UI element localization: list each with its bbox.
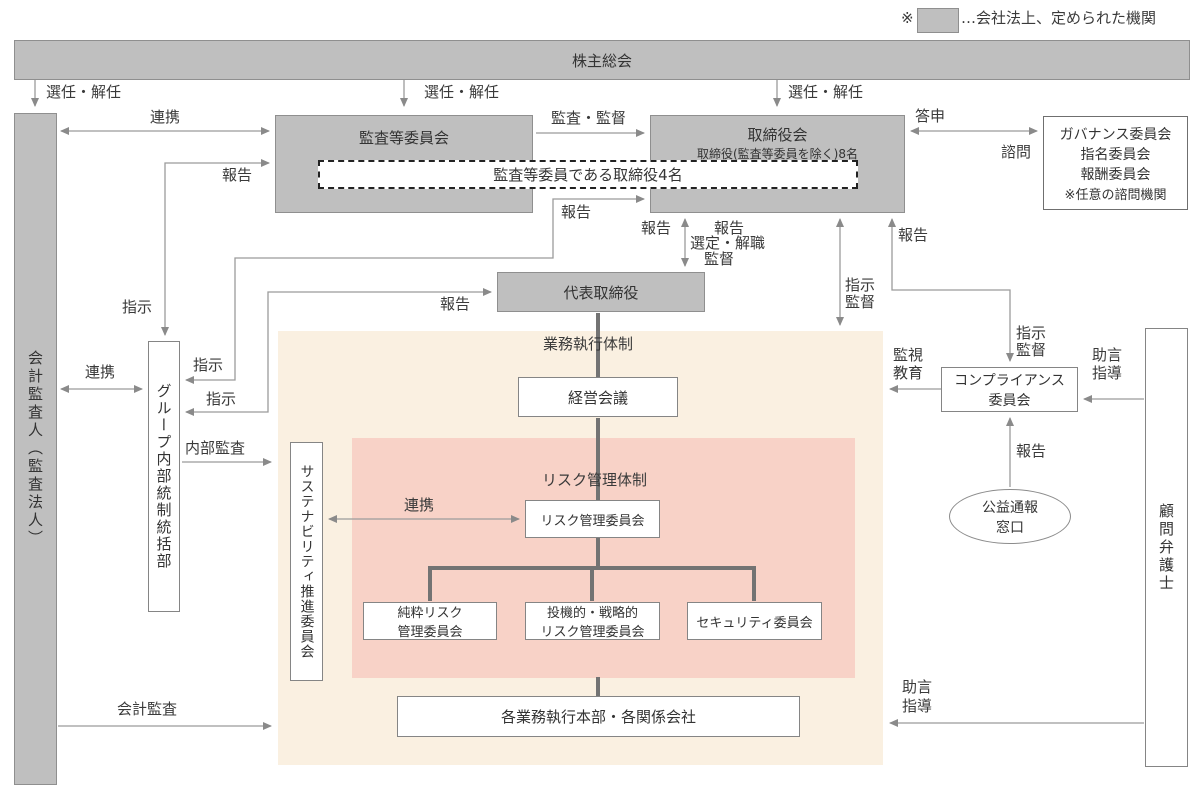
label-audit-supervise: 監査・監督 [551, 109, 627, 127]
label-accounting-audit: 会計監査 [117, 700, 178, 718]
label-reply: 答申 [915, 107, 946, 125]
node-execution-divisions: 各業務執行本部・各関係会社 [397, 696, 800, 737]
node-risk-management-committee: リスク管理委員会 [525, 500, 660, 538]
label-report-exec-to-board: 報告 [714, 219, 745, 237]
label-cooperation-risk: 連携 [404, 496, 435, 514]
advisory-line-4: ※任意の諮問機関 [1064, 187, 1167, 203]
node-accounting-auditor: 会計監査人（監査法人） [14, 113, 57, 785]
node-audit-member-directors: 監査等委員である取締役4名 [318, 160, 858, 189]
label-instruct-group-2: 指示 [206, 390, 237, 408]
label-advice-bottom: 助言 [902, 678, 933, 696]
node-compliance-committee: コンプライアンス 委員会 [941, 367, 1078, 412]
label-guide-bottom: 指導 [902, 697, 933, 715]
node-pure-risk-committee: 純粋リスク 管理委員会 [363, 602, 497, 640]
label-report-compliance-to-board: 報告 [898, 226, 929, 244]
node-legal-advisor: 顧問弁護士 [1145, 328, 1188, 767]
advisory-line-1: ガバナンス委員会 [1059, 126, 1172, 143]
node-speculative-risk-committee: 投機的・戦略的 リスク管理委員会 [525, 602, 660, 640]
label-cooperation-group: 連携 [85, 363, 116, 381]
label-report-group-to-repdir: 報告 [440, 295, 471, 313]
node-group-internal-control-dept: グループ内部統制統括部 [148, 341, 180, 612]
node-security-committee: セキュリティ委員会 [687, 602, 822, 640]
node-shareholders-meeting: 株主総会 [14, 40, 1190, 80]
label-supervise-repdir: 監督 [704, 250, 735, 268]
advisory-line-2: 指名委員会 [1080, 146, 1151, 163]
label-instruct-group-1: 指示 [193, 356, 224, 374]
label-instruct-exec: 指示 [845, 276, 876, 294]
node-management-meeting: 経営会議 [518, 377, 678, 417]
label-report-repdir-to-board: 報告 [641, 219, 672, 237]
label-educate: 教育 [893, 364, 924, 382]
execution-structure-title: 業務執行体制 [543, 335, 634, 353]
label-report-to-audit-committee: 報告 [222, 166, 253, 184]
label-select-dismiss: 選定・解職 [690, 234, 766, 252]
node-board: 取締役会 取締役(監査等委員を除く)8名 [650, 115, 905, 213]
label-supervise-compliance: 監督 [1016, 341, 1047, 359]
label-consult: 諮問 [1001, 143, 1032, 161]
label-cooperation-top: 連携 [150, 108, 181, 126]
board-title: 取締役会 [747, 126, 808, 144]
legend-mark: ※ [901, 9, 914, 27]
label-advice-top: 助言 [1092, 346, 1123, 364]
legend-organ-swatch [917, 8, 959, 33]
advisory-line-3: 報酬委員会 [1080, 166, 1151, 183]
risk-structure-title: リスク管理体制 [542, 471, 648, 489]
legend-text: …会社法上、定められた機関 [961, 9, 1157, 27]
label-guide-top: 指導 [1092, 364, 1123, 382]
label-report-whistle: 報告 [1016, 442, 1047, 460]
label-internal-audit: 内部監査 [185, 439, 246, 457]
label-appoint-dismiss-left: 選任・解任 [46, 83, 122, 101]
node-representative-director: 代表取締役 [497, 272, 705, 312]
node-whistleblower-contact: 公益通報 窓口 [949, 489, 1071, 544]
label-appoint-dismiss-mid: 選任・解任 [424, 83, 500, 101]
board-subtitle: 取締役(監査等委員を除く)8名 [697, 147, 858, 161]
label-instruct-group-top: 指示 [122, 298, 153, 316]
node-sustainability-committee: サステナビリティ推進委員会 [290, 442, 323, 681]
label-supervise-exec: 監督 [845, 293, 876, 311]
label-monitor: 監視 [893, 346, 924, 364]
label-instruct-compliance: 指示 [1016, 324, 1047, 342]
label-appoint-dismiss-right: 選任・解任 [788, 83, 864, 101]
label-report-group-to-board: 報告 [561, 203, 592, 221]
node-advisory-committees: ガバナンス委員会 指名委員会 報酬委員会 ※任意の諮問機関 [1043, 116, 1188, 210]
